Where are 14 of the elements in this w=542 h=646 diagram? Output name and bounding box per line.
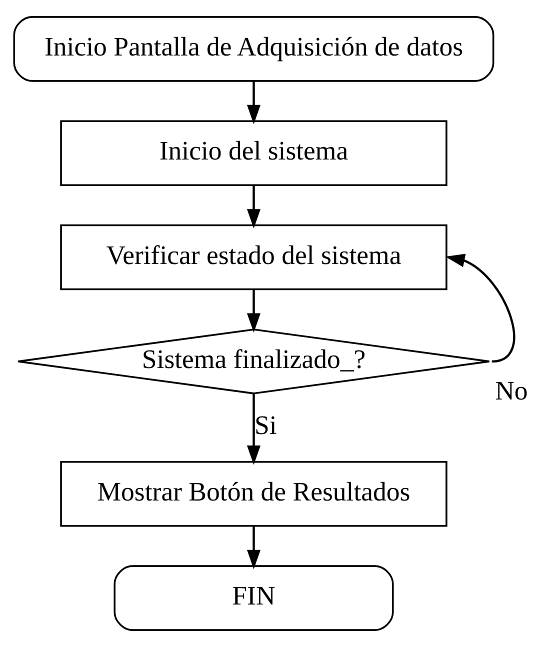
arrow	[246, 289, 261, 332]
arrow	[445, 253, 516, 362]
node-box: Verificar estado del sistema	[60, 224, 448, 290]
edge-label: No	[495, 375, 528, 406]
node-box: FIN	[114, 564, 394, 630]
node-diamond: Sistema finalizado_?	[17, 328, 490, 394]
arrow	[246, 185, 261, 228]
node-box: Mostrar Botón de Resultados	[60, 460, 448, 526]
edge-label: Si	[254, 410, 277, 440]
arrow	[246, 80, 261, 124]
arrow	[246, 393, 261, 464]
node-box: Inicio Pantalla de Adquisición de datos	[13, 16, 494, 82]
arrow	[246, 526, 261, 569]
node-box: Inicio del sistema	[60, 120, 448, 186]
